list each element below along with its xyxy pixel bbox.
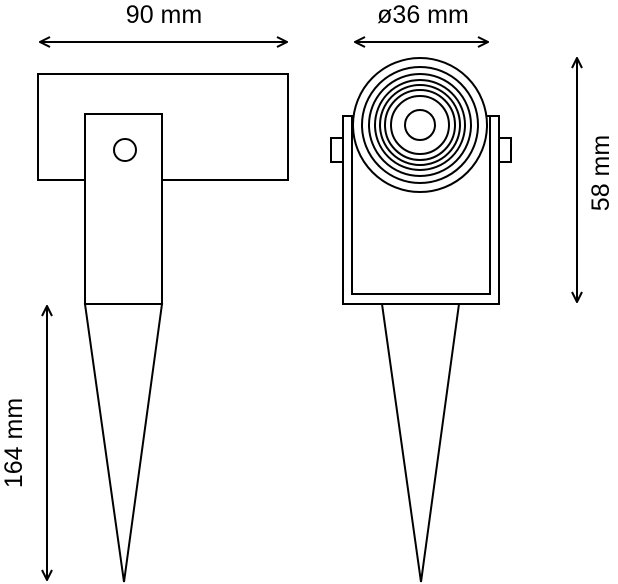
front-view-right-knob <box>498 137 512 163</box>
spike-length-label: 164 mm <box>0 398 28 488</box>
front-view-spike <box>380 303 461 583</box>
front-view-left-knob <box>330 137 344 163</box>
side-view <box>37 73 289 583</box>
lamp-lens <box>404 109 436 141</box>
side-view-screw-hole <box>113 138 137 162</box>
diameter-label: ø36 mm <box>377 1 469 29</box>
dimension-lines <box>40 42 577 580</box>
width-label: 90 mm <box>126 1 202 29</box>
side-view-spike <box>83 303 164 583</box>
front-view <box>330 57 512 583</box>
height-label: 58 mm <box>587 135 615 211</box>
